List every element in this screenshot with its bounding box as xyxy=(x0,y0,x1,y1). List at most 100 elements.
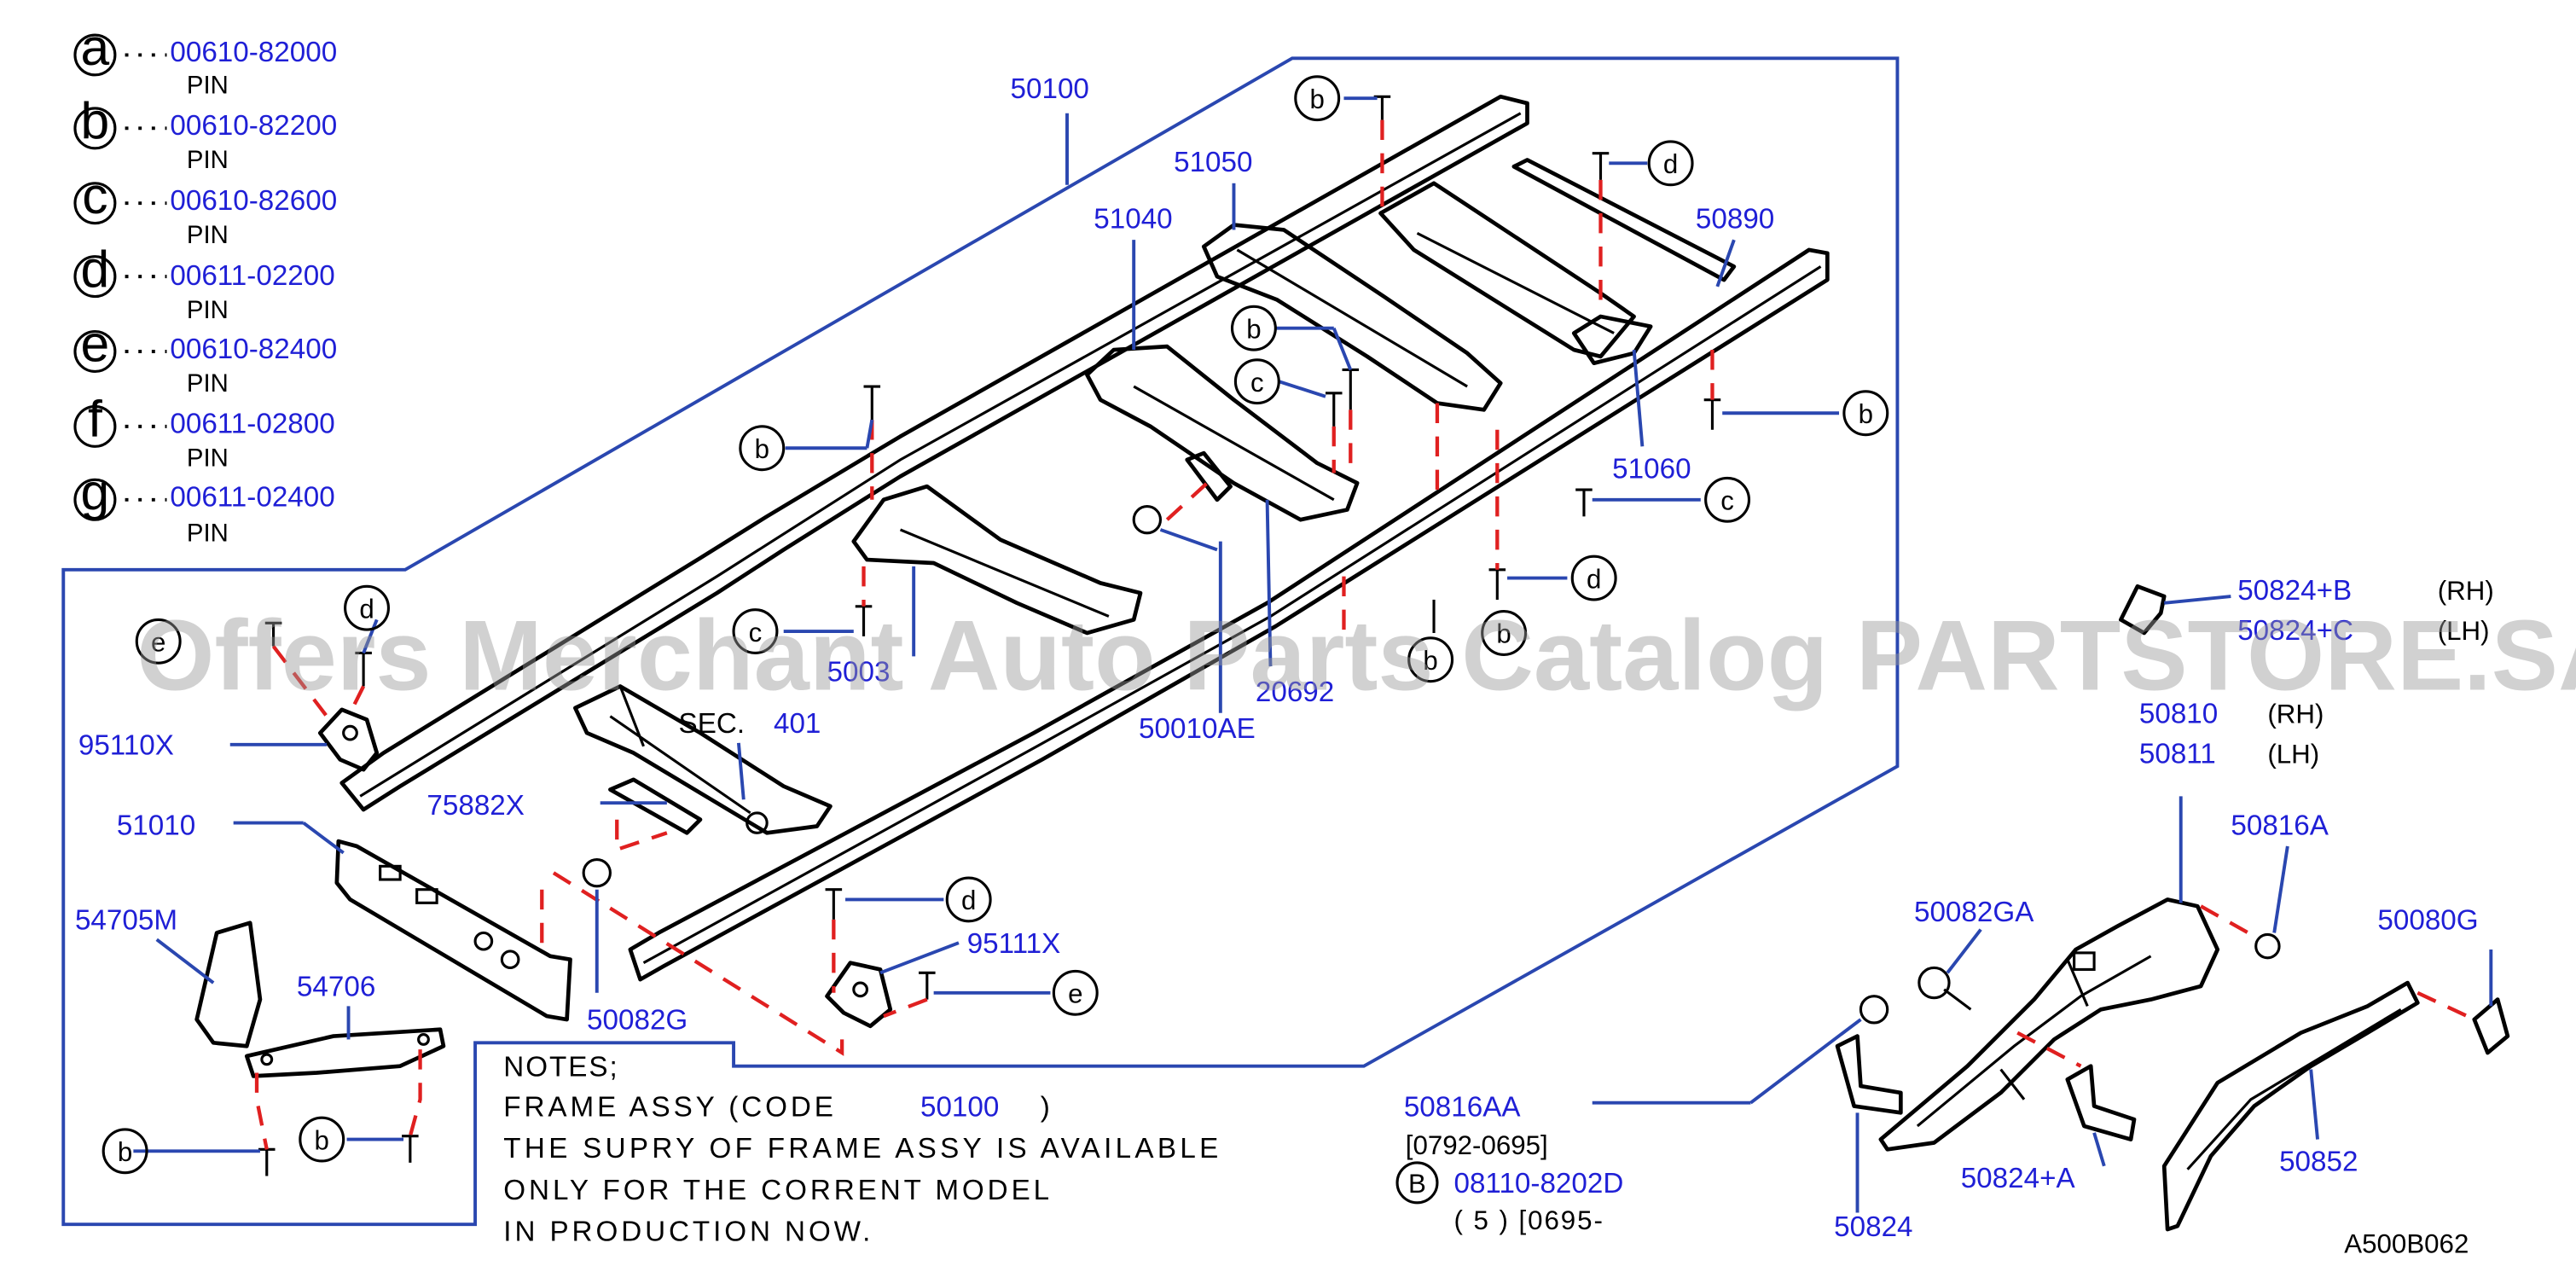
assembly-guides xyxy=(254,119,1714,1150)
label-51010[interactable]: 51010 xyxy=(117,810,195,841)
svg-text:e: e xyxy=(1068,979,1082,1008)
svg-text:b: b xyxy=(1310,84,1325,114)
label-51050[interactable]: 51050 xyxy=(1174,147,1252,178)
label-54706[interactable]: 54706 xyxy=(297,972,375,1003)
svg-text:b: b xyxy=(1496,619,1511,649)
legend-code: 00611-02200 xyxy=(170,260,334,292)
label-50824b-side: (RH) xyxy=(2438,576,2494,606)
legend-desc: PIN xyxy=(187,221,229,249)
svg-text:d: d xyxy=(359,594,374,624)
callout-d-1[interactable]: d xyxy=(1647,140,1694,187)
svg-text:c: c xyxy=(1720,486,1734,516)
legend-desc: PIN xyxy=(187,444,229,473)
label-sec: SEC. xyxy=(679,708,746,740)
svg-text:b: b xyxy=(1246,314,1261,344)
svg-text:d: d xyxy=(81,240,110,298)
diagram-id: A500B062 xyxy=(2344,1228,2469,1258)
label-sec-401[interactable]: 401 xyxy=(774,708,821,740)
label-50824[interactable]: 50824 xyxy=(1834,1211,1912,1243)
legend-row-c[interactable]: c 00610-82600 PIN xyxy=(73,166,337,249)
label-bolt-qty: ( 5 ) [0695- xyxy=(1453,1205,1604,1235)
frame-rails xyxy=(334,94,1830,1022)
notes-line1-code[interactable]: 50100 xyxy=(920,1091,999,1123)
label-bolt-code[interactable]: 08110-8202D xyxy=(1453,1168,1623,1199)
callout-b-5[interactable]: b xyxy=(1481,610,1528,656)
svg-text:b: b xyxy=(1423,646,1437,676)
legend-row-b[interactable]: b 00610-82200 PIN xyxy=(73,91,337,174)
label-50100[interactable]: 50100 xyxy=(1011,73,1089,105)
svg-text:c: c xyxy=(749,618,763,648)
notes-block: NOTES; FRAME ASSY (CODE 50100 ) THE SUPR… xyxy=(503,1051,1218,1247)
label-50890[interactable]: 50890 xyxy=(1696,204,1774,235)
label-95110x[interactable]: 95110X xyxy=(78,730,174,762)
callout-d-4[interactable]: d xyxy=(945,876,992,923)
callout-c-1[interactable]: c xyxy=(1233,358,1280,405)
label-50811-side: (LH) xyxy=(2267,739,2319,769)
callout-d-3[interactable]: d xyxy=(344,584,391,631)
callout-circles: b d b c b b c d c b b e d d e b b xyxy=(102,75,1889,1175)
label-50810-side: (RH) xyxy=(2267,699,2324,729)
label-50082g[interactable]: 50082G xyxy=(587,1005,688,1037)
callout-b-6[interactable]: b xyxy=(1407,636,1454,683)
svg-text:c: c xyxy=(82,166,107,224)
legend-code: 00610-82400 xyxy=(170,334,337,365)
label-50816aa-range: [0792-0695] xyxy=(1406,1130,1548,1160)
callout-b-4[interactable]: b xyxy=(1842,390,1889,437)
legend-code: 00611-02800 xyxy=(170,409,334,440)
svg-text:f: f xyxy=(88,390,102,448)
legend-code: 00611-02400 xyxy=(170,482,334,514)
label-50816aa[interactable]: 50816AA xyxy=(1404,1091,1522,1123)
legend-code: 00610-82200 xyxy=(170,110,337,142)
label-50824c[interactable]: 50824+C xyxy=(2237,615,2353,647)
legend-row-e[interactable]: e 00610-82400 PIN xyxy=(73,315,337,398)
svg-text:a: a xyxy=(81,18,110,76)
notes-line1: FRAME ASSY (CODE xyxy=(503,1091,837,1123)
callout-e-2[interactable]: e xyxy=(1052,969,1099,1016)
label-54705m[interactable]: 54705M xyxy=(75,905,177,937)
svg-text:d: d xyxy=(1663,149,1678,179)
label-5003x[interactable]: 5003 xyxy=(827,657,891,688)
label-50824a[interactable]: 50824+A xyxy=(1961,1163,2076,1194)
legend-code: 00610-82000 xyxy=(170,37,337,68)
label-75882x[interactable]: 75882X xyxy=(426,790,525,822)
legend-desc: PIN xyxy=(187,296,229,324)
label-50824c-side: (LH) xyxy=(2438,616,2490,646)
callout-b-8[interactable]: b xyxy=(299,1116,345,1163)
callout-b-1[interactable]: b xyxy=(1294,75,1341,122)
leaders xyxy=(133,96,1840,1153)
label-50816a[interactable]: 50816A xyxy=(2231,810,2329,841)
label-50824b[interactable]: 50824+B xyxy=(2237,575,2352,607)
legend-row-a[interactable]: a 00610-82000 PIN xyxy=(73,18,337,99)
pin-legend: a 00610-82000 PIN b 00610-82200 PIN c 00… xyxy=(73,18,337,548)
callout-b-7[interactable]: b xyxy=(102,1128,148,1175)
callout-c-2[interactable]: c xyxy=(1704,476,1751,523)
legend-row-d[interactable]: d 00611-02200 PIN xyxy=(73,240,335,324)
label-50080g[interactable]: 50080G xyxy=(2377,905,2478,937)
callout-e-1[interactable]: e xyxy=(135,618,182,665)
label-50010ae[interactable]: 50010AE xyxy=(1139,713,1256,745)
legend-desc: PIN xyxy=(187,520,229,548)
svg-text:d: d xyxy=(961,886,976,915)
label-95111x[interactable]: 95111X xyxy=(967,928,1061,960)
callout-b-3[interactable]: b xyxy=(739,425,786,472)
svg-text:e: e xyxy=(151,627,165,657)
svg-text:b: b xyxy=(1859,399,1873,429)
svg-text:b: b xyxy=(118,1137,132,1167)
legend-code: 00610-82600 xyxy=(170,185,337,217)
callout-c-3[interactable]: c xyxy=(732,608,779,654)
svg-text:e: e xyxy=(81,315,110,373)
callout-d-2[interactable]: d xyxy=(1570,555,1617,601)
label-50082ga[interactable]: 50082GA xyxy=(1914,897,2034,928)
legend-row-g[interactable]: g 00611-02400 PIN xyxy=(73,463,335,548)
label-50811[interactable]: 50811 xyxy=(2139,738,2216,769)
legend-desc: PIN xyxy=(187,369,229,398)
label-20692[interactable]: 20692 xyxy=(1256,677,1334,708)
callout-b-2[interactable]: b xyxy=(1230,305,1277,351)
label-50810[interactable]: 50810 xyxy=(2139,698,2218,729)
label-51040[interactable]: 51040 xyxy=(1094,204,1172,235)
label-50852[interactable]: 50852 xyxy=(2279,1147,2358,1178)
label-51060[interactable]: 51060 xyxy=(1612,453,1691,485)
legend-row-f[interactable]: f 00611-02800 PIN xyxy=(73,390,335,473)
running-board-brackets xyxy=(1395,584,2510,1232)
